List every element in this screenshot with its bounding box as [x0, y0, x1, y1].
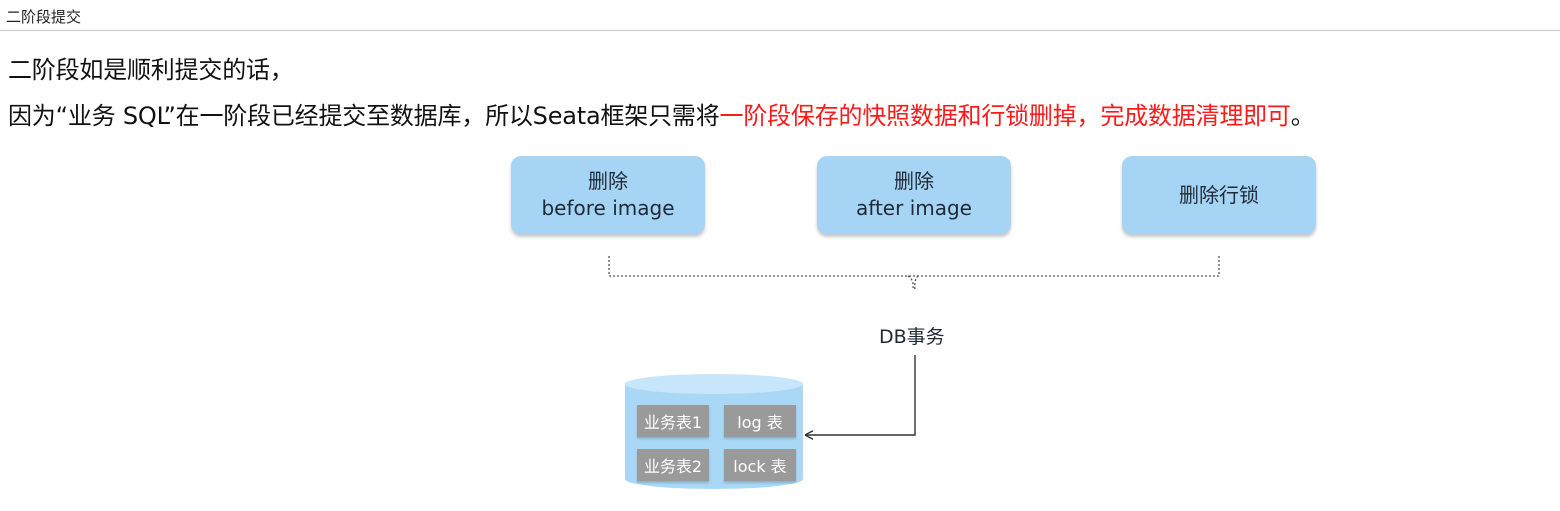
box-line-2: after image [856, 196, 972, 220]
box-delete-after-image: 删除 after image [817, 156, 1011, 234]
brace-line [608, 256, 1220, 277]
text-line-2: 因为“业务 SQL”在一阶段已经提交至数据库，所以Seata框架只需将一阶段保存… [8, 96, 1315, 131]
table-lock: lock 表 [724, 449, 796, 481]
table-business-1: 业务表1 [637, 405, 709, 437]
database-cylinder-top [625, 374, 803, 394]
box-line-1: 删除 [588, 169, 628, 193]
page-header: 二阶段提交 [0, 0, 1560, 31]
text-line-1: 二阶段如是顺利提交的话， [8, 56, 294, 84]
box-delete-row-lock: 删除行锁 [1122, 156, 1316, 234]
db-transaction-label: DB事务 [879, 326, 945, 348]
text-line-2-normal: 因为“业务 SQL”在一阶段已经提交至数据库，所以Seata框架只需将 [8, 102, 720, 130]
box-delete-before-image: 删除 before image [511, 156, 705, 234]
brace-tip [907, 275, 919, 291]
box-line-1: 删除行锁 [1179, 182, 1259, 207]
arrow-to-database [804, 355, 916, 440]
text-line-2-end: 。 [1290, 102, 1315, 130]
box-line-1: 删除 [894, 169, 934, 193]
box-line-2: before image [541, 196, 675, 220]
table-log: log 表 [724, 405, 796, 437]
text-line-2-highlight: 一阶段保存的快照数据和行锁删掉，完成数据清理即可 [719, 102, 1291, 130]
table-business-2: 业务表2 [637, 449, 709, 481]
header-title: 二阶段提交 [6, 8, 82, 26]
